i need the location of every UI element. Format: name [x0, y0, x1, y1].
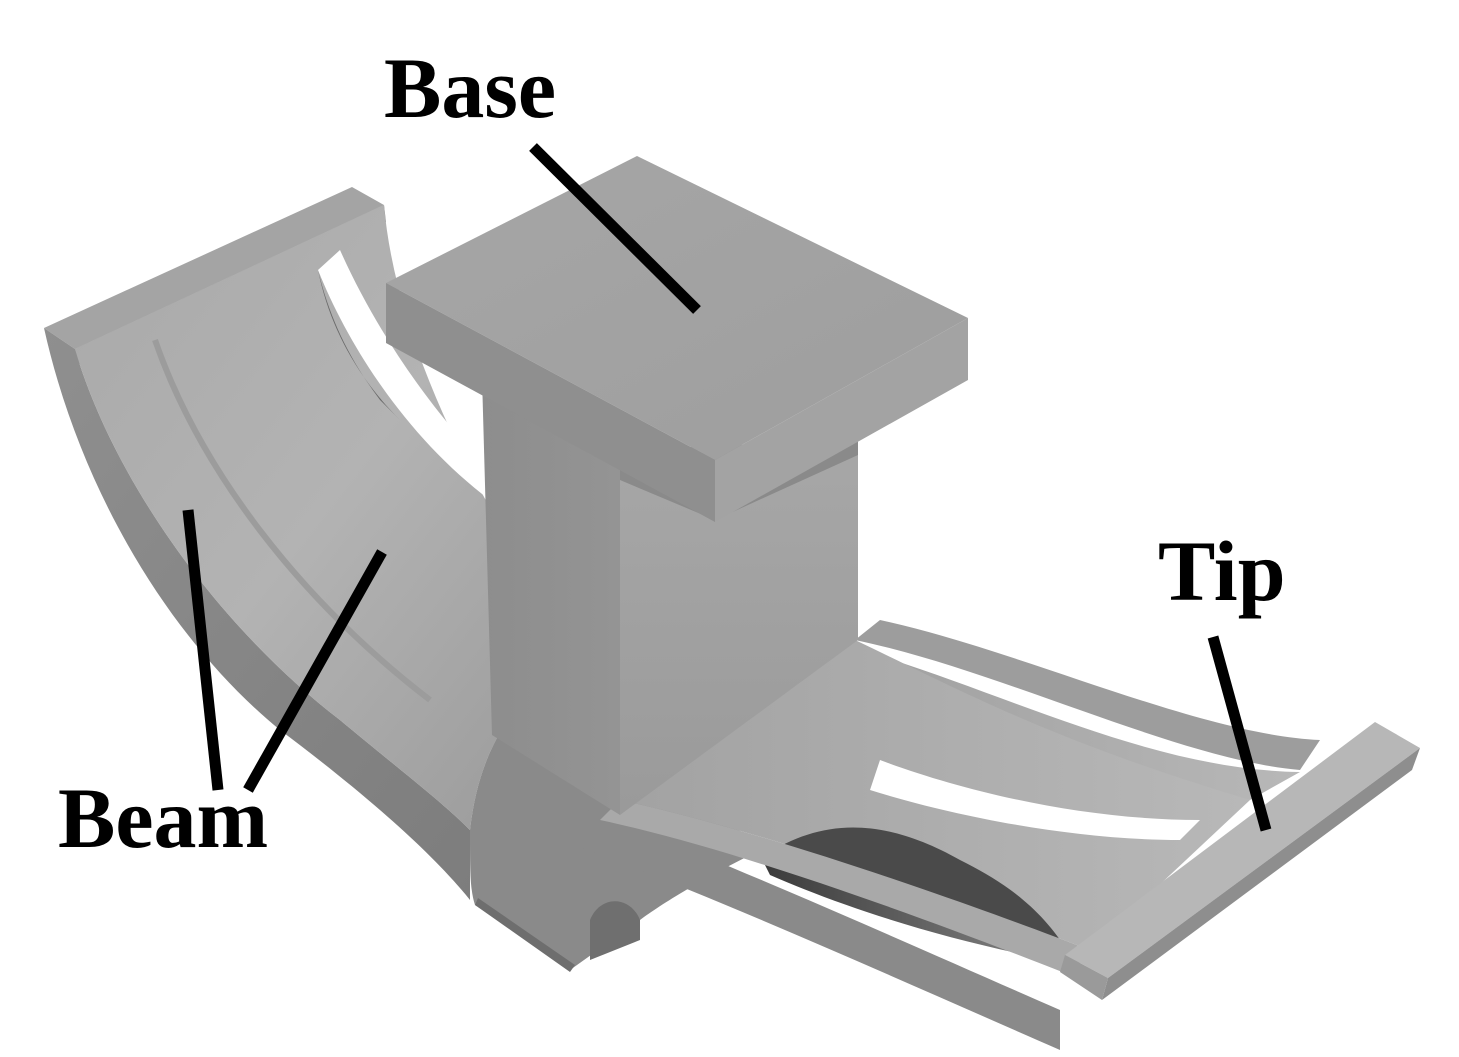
base-plate-top [386, 156, 968, 460]
tip-bar-front [1102, 748, 1420, 1000]
left-beam-assembly [44, 187, 560, 900]
tip-bar [1060, 722, 1420, 1000]
left-beam-surface [75, 205, 560, 830]
pillar-side-face [620, 440, 858, 815]
leader-line-tip [1207, 635, 1272, 832]
base-plate-left-face [386, 283, 715, 522]
right-arm-slot-upper [870, 760, 1200, 840]
left-beam-groove [152, 339, 432, 703]
pillar-front-face [482, 377, 620, 815]
label-beam: Beam [58, 770, 268, 866]
left-beam-outer-face [44, 328, 470, 900]
right-arm-upper [855, 620, 1320, 770]
leader-line-beam-left [182, 509, 224, 791]
leader-line-beam-right [243, 549, 387, 793]
left-beam-gap [318, 250, 490, 500]
tip-bar-top [1065, 722, 1420, 978]
leader-line-base [529, 143, 701, 314]
label-base: Base [384, 40, 556, 136]
base-plate [386, 156, 968, 522]
label-tip: Tip [1158, 523, 1286, 619]
left-beam-flange [44, 187, 384, 349]
base-plate-right-face [715, 318, 968, 522]
annotations: Base Beam Tip [58, 40, 1286, 866]
center-arch [590, 901, 640, 960]
